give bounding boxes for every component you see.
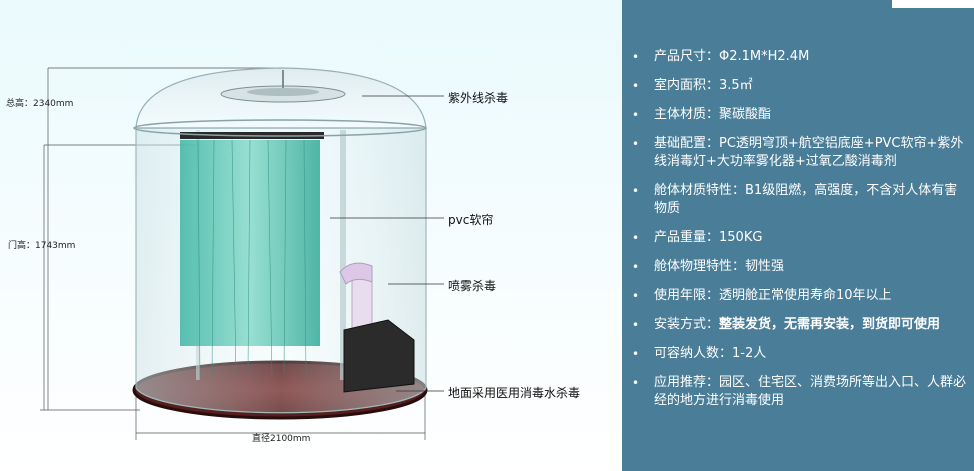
bullet-icon: • xyxy=(632,50,640,64)
bullet-icon: • xyxy=(632,318,640,332)
spec-item-physical: •舱体物理特性：韧性强 xyxy=(632,259,785,274)
sprayer-unit xyxy=(343,319,415,393)
total-height-label: 总高：2340mm xyxy=(6,99,74,109)
bullet-icon: • xyxy=(632,289,640,303)
uv-lamp-core xyxy=(247,88,319,96)
specs-panel xyxy=(622,0,974,471)
top-corner-bar xyxy=(892,0,974,8)
spec-item-application: •应用推荐：园区、住宅区、消费场所等出入口、人群必经的地方进行消毒使用 xyxy=(632,375,967,408)
bullet-icon: • xyxy=(632,260,640,274)
spec-item-weight: •产品重量：150KG xyxy=(632,230,763,245)
bullet-icon: • xyxy=(632,376,640,390)
spec-item-capacity: •可容纳人数：1-2人 xyxy=(632,346,767,361)
sprayer-nozzle xyxy=(339,262,373,285)
spec-item-area: •室内面积：3.5㎡ xyxy=(632,78,753,93)
callout-curtain: pvc软帘 xyxy=(448,213,494,227)
diameter-label: 直径2100mm xyxy=(252,434,311,444)
door-height-label: 门高：1743mm xyxy=(8,241,76,251)
curtain-folds xyxy=(197,139,307,381)
spec-item-material: •主体材质：聚碳酸酯 xyxy=(632,107,772,122)
callout-lines xyxy=(330,95,444,392)
bullet-icon: • xyxy=(632,79,640,93)
spec-item-config: •基础配置：PC透明穹顶+航空铝底座+PVC软帘+紫外线消毒灯+大功率雾化器+过… xyxy=(632,136,964,169)
installation-emphasis: 整装发货，无需再安装，到货即可使用 xyxy=(719,317,941,332)
spec-item-installation: •安装方式：整装发货，无需再安装，到货即可使用 xyxy=(632,317,941,332)
callout-spray: 喷雾杀毒 xyxy=(448,279,497,293)
bullet-icon: • xyxy=(632,231,640,245)
disinfection-cabin-illustration xyxy=(40,67,444,440)
dome-rim xyxy=(133,119,427,137)
spec-item-size: •产品尺寸：Φ2.1M*H2.4M xyxy=(632,49,810,64)
frame-post xyxy=(340,130,346,380)
bullet-icon: • xyxy=(632,108,640,122)
callout-floor: 地面采用医用消毒水杀毒 xyxy=(448,386,581,400)
spec-item-lifespan: •使用年限：透明舱正常使用寿命10年以上 xyxy=(632,288,892,303)
bullet-icon: • xyxy=(632,184,640,198)
bullet-icon: • xyxy=(632,347,640,361)
dimension-lines xyxy=(40,67,426,440)
spec-list: •产品尺寸：Φ2.1M*H2.4M •室内面积：3.5㎡ •主体材质：聚碳酸酯 … xyxy=(632,48,970,421)
spec-item-material-properties: •舱体材质特性：B1级阻燃，高强度，不含对人体有害物质 xyxy=(632,183,958,216)
bullet-icon: • xyxy=(632,137,640,151)
callout-uv: 紫外线杀毒 xyxy=(448,91,509,105)
